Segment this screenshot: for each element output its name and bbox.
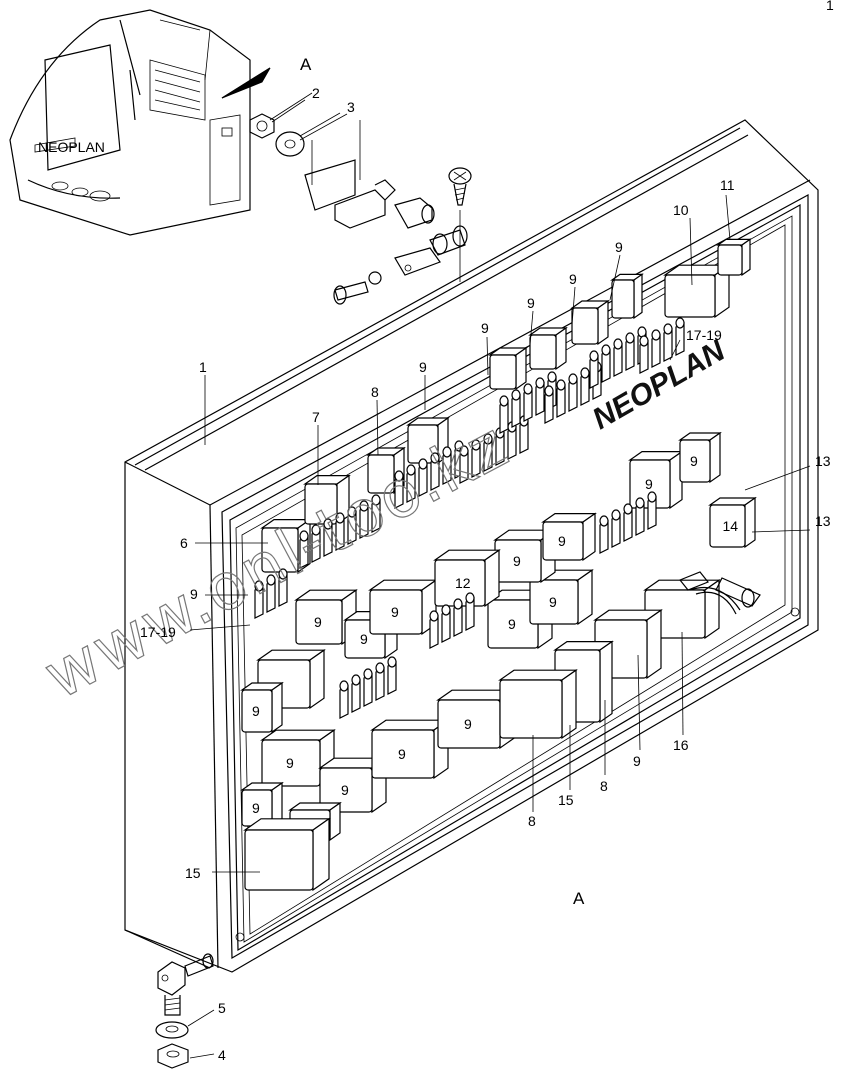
- relay-label: 9: [513, 553, 521, 569]
- relay-24: 14: [708, 496, 757, 549]
- relay-label: 9: [252, 703, 260, 719]
- relay-29: [488, 346, 528, 391]
- callout-7: 7: [312, 409, 320, 425]
- callout-9-b: 9: [481, 320, 489, 336]
- fuse-strip-3: [459, 415, 529, 484]
- relay-14: 9: [528, 569, 594, 626]
- relay-3: 9: [368, 579, 438, 636]
- callout-10: 10: [673, 202, 689, 218]
- relay-label: 9: [464, 716, 472, 732]
- relay-label: 9: [549, 594, 557, 610]
- callout-2: 2: [312, 85, 320, 101]
- relay-label: 9: [286, 755, 294, 771]
- callout-9-e: 9: [615, 239, 623, 255]
- relay-34: [716, 238, 752, 277]
- leader-lines: [187, 99, 811, 1059]
- relay-30: [528, 326, 568, 371]
- view-label-bottom: A: [573, 889, 585, 908]
- relay-label: 9: [341, 782, 349, 798]
- relay-22: [498, 669, 578, 740]
- fuse-strip-1: [299, 494, 381, 569]
- relay-32: [610, 273, 644, 320]
- relay-6: 9: [260, 729, 336, 788]
- relay-33: [663, 264, 731, 319]
- callout-11: 11: [720, 177, 735, 193]
- relay-label: 9: [398, 746, 406, 762]
- callout-17-19-left: 17-19: [140, 624, 176, 640]
- fuse-strip-4: [499, 371, 557, 434]
- relay-label: 9: [391, 604, 399, 620]
- bus-logo-text: NEOPLAN: [38, 139, 105, 155]
- callout-13-bottom: 13: [815, 513, 831, 529]
- fuse-strip-6: [589, 326, 647, 389]
- relay-label: 9: [252, 800, 260, 816]
- fuse-strip-7: [639, 317, 685, 374]
- callout-17-19-top: 17-19: [686, 327, 722, 343]
- top-hardware: [249, 92, 472, 305]
- callout-9-d: 9: [569, 271, 577, 287]
- callout-8-top: 8: [371, 384, 379, 400]
- relay-7: 9: [318, 757, 388, 814]
- relay-8: 9: [240, 781, 284, 828]
- relay-16: 9: [541, 512, 597, 562]
- view-label-a: A: [300, 55, 312, 74]
- callout-8-bottom: 8: [528, 813, 536, 829]
- fuse-strip-9: [339, 656, 397, 719]
- callout-9-a: 9: [419, 359, 427, 375]
- fuse-strip-10: [429, 592, 475, 649]
- relay-label: 14: [723, 518, 739, 534]
- relay-18: 9: [628, 450, 684, 510]
- bus-front-illustration: NEOPLAN: [9, 9, 251, 236]
- callout-15-bottom: 15: [558, 792, 574, 808]
- callout-9-left: 9: [190, 586, 198, 602]
- relay-23: 9: [678, 431, 722, 484]
- callout-8-right: 8: [600, 778, 608, 794]
- relay-label: 9: [558, 533, 566, 549]
- cable-harness: [679, 571, 761, 615]
- fuse-strip-8: [599, 491, 657, 554]
- callout-9-c: 9: [527, 295, 535, 311]
- relay-label: 12: [455, 575, 471, 591]
- fuse-group: [254, 317, 685, 719]
- relay-label: 9: [645, 476, 653, 492]
- view-arrow: A: [221, 55, 312, 99]
- callout-6: 6: [180, 535, 188, 551]
- relay-label: 9: [314, 614, 322, 630]
- callout-3: 3: [347, 99, 355, 115]
- relay-5: 9: [240, 681, 284, 734]
- relay-10: [243, 817, 331, 892]
- electrical-box-frame: [124, 119, 819, 973]
- relay-label: 9: [360, 631, 368, 647]
- fuse-strip-11: [254, 568, 288, 619]
- relay-label: 9: [690, 453, 698, 469]
- callout-9-bottom: 9: [633, 753, 641, 769]
- callout-5: 5: [218, 1000, 226, 1016]
- bottom-hardware: [155, 953, 214, 1069]
- relay-11: 9: [370, 719, 450, 780]
- relay-26: [303, 474, 351, 526]
- corner-mark: 1: [826, 0, 834, 13]
- callout-16: 16: [673, 737, 689, 753]
- callout-13-top: 13: [815, 453, 831, 469]
- relay-31: [570, 299, 610, 346]
- relay-28: [406, 416, 450, 465]
- callout-4: 4: [218, 1047, 226, 1063]
- relay-label: 9: [508, 616, 516, 632]
- callout-1: 1: [199, 359, 207, 375]
- callout-15-left: 15: [185, 865, 201, 881]
- fuse-strip-5: [544, 361, 602, 424]
- callout-labels: 2 3 1 4 5 6 7 8 8 8 9 9 9 9 9 9 9 10 11 …: [140, 85, 831, 1063]
- fuse-strip-2: [394, 440, 464, 509]
